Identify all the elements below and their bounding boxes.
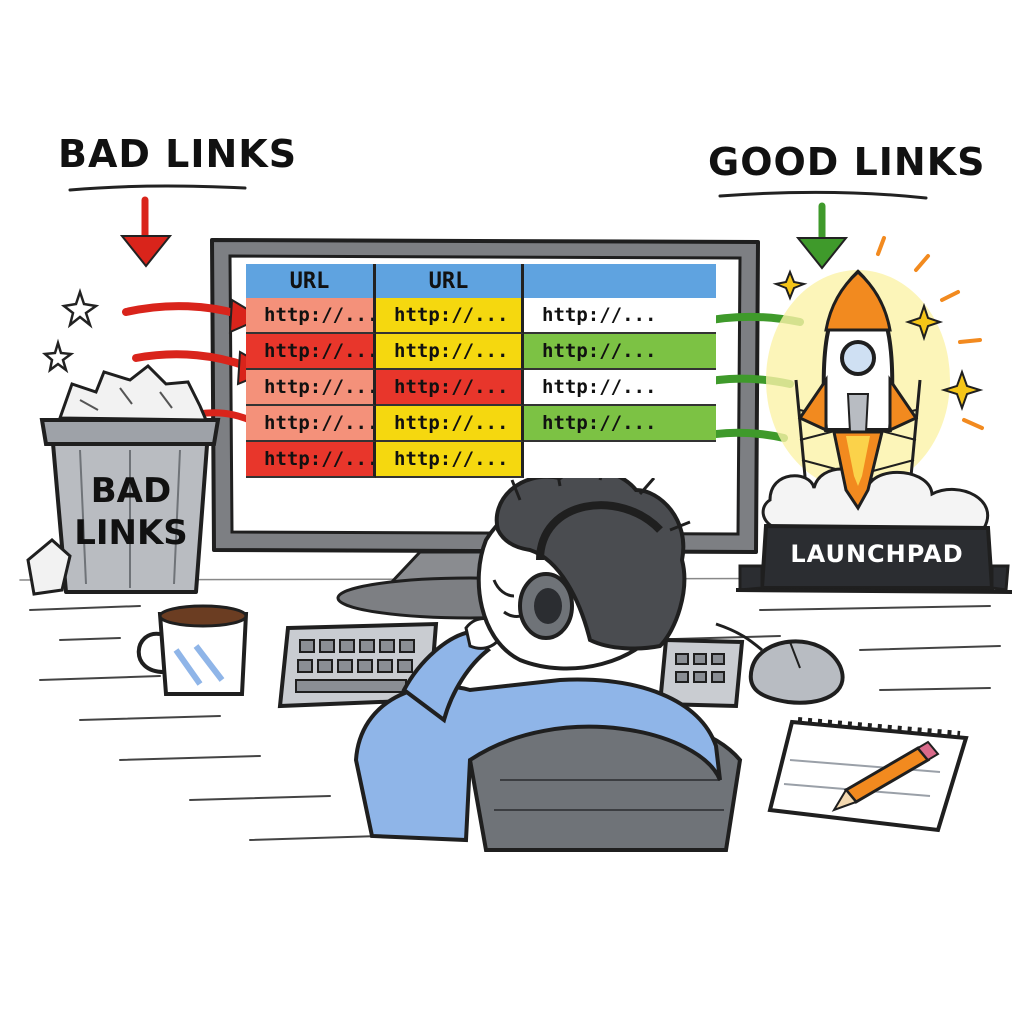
sheet-header-row: URL URL — [246, 264, 716, 298]
headphones-icon — [518, 501, 663, 640]
table-cell: http://... — [524, 406, 716, 442]
bad-links-heading: BAD LINKS — [58, 132, 298, 176]
table-cell: http://... — [246, 334, 376, 370]
rocket-icon — [797, 269, 919, 511]
table-cell: http://... — [246, 370, 376, 406]
good-arrow-icon — [795, 202, 849, 270]
table-row: http://... http://... — [246, 442, 716, 478]
column-header: URL — [246, 264, 376, 298]
table-cell: http://... — [524, 370, 716, 406]
table-cell: http://... — [376, 334, 524, 370]
bad-heading-underline — [68, 184, 247, 192]
sparkle-icon — [41, 288, 100, 374]
table-row: http://... http://... http://... — [246, 298, 716, 334]
table-cell: http://... — [376, 298, 524, 334]
table-cell: http://... — [246, 406, 376, 442]
table-row: http://... http://... http://... — [246, 370, 716, 406]
table-cell: http://... — [376, 370, 524, 406]
url-spreadsheet: URL URL http://... http://... http://...… — [246, 264, 716, 512]
trash-bin-icon — [26, 364, 221, 596]
sparkle-icon — [772, 269, 984, 411]
person — [353, 459, 743, 852]
keyboard-icon — [277, 621, 745, 709]
pencil-icon — [831, 740, 940, 812]
good-heading-underline — [718, 190, 928, 200]
good-links-heading: GOOD LINKS — [708, 140, 986, 184]
table-cell: http://... — [246, 298, 376, 334]
notepad-icon — [767, 717, 969, 833]
table-cell — [524, 442, 716, 478]
glow-rays — [876, 236, 984, 430]
column-header — [524, 264, 716, 298]
table-cell: http://... — [246, 442, 376, 478]
coffee-mug-icon — [136, 604, 249, 696]
launchpad — [735, 270, 1013, 594]
bad-arrow-icon — [119, 196, 173, 268]
mouse-icon — [715, 622, 845, 705]
bin-label: BAD LINKS — [74, 471, 188, 553]
table-row: http://... http://... http://... — [246, 334, 716, 370]
table-row: http://... http://... http://... — [246, 406, 716, 442]
table-cell: http://... — [376, 442, 524, 478]
table-cell: http://... — [376, 406, 524, 442]
launchpad-label: LAUNCHPAD — [790, 540, 964, 568]
table-cell: http://... — [524, 298, 716, 334]
table-cell: http://... — [524, 334, 716, 370]
column-header: URL — [376, 264, 524, 298]
